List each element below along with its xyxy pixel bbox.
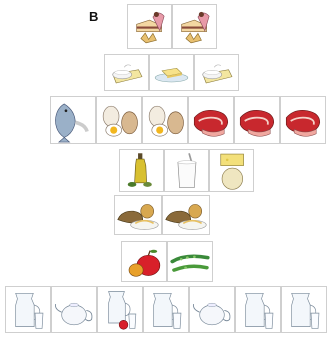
food-water-jug-icon (281, 286, 327, 333)
food-green-beans-icon (167, 241, 213, 282)
food-water-jug-with-apple-icon (97, 286, 143, 333)
food-milk-glass-icon (164, 149, 209, 192)
food-eggs-icon (96, 96, 142, 144)
food-butter-icon (149, 54, 194, 91)
food-bread-potatoes-pasta-icon (114, 195, 162, 235)
food-eggs-icon (142, 96, 188, 144)
figure-label: B (89, 9, 98, 24)
food-cake-and-ice-cream-icon (127, 4, 172, 49)
food-fish-icon (50, 96, 96, 144)
food-water-jug-icon (5, 286, 51, 333)
food-teapot-icon (51, 286, 97, 333)
food-water-jug-icon (235, 286, 281, 333)
food-teapot-icon (189, 286, 235, 333)
food-cheese-icon (209, 149, 254, 192)
food-bread-potatoes-pasta-icon (162, 195, 210, 235)
food-olive-oil-icon (119, 149, 164, 192)
food-yogurt-and-cheese-icon (194, 54, 239, 91)
food-meat-icon (234, 96, 280, 144)
food-meat-icon (188, 96, 234, 144)
food-apple-icon (121, 241, 167, 282)
food-meat-icon (280, 96, 326, 144)
food-yogurt-and-cheese-icon (104, 54, 149, 91)
food-water-jug-icon (143, 286, 189, 333)
food-cake-and-ice-cream-icon (172, 4, 217, 49)
